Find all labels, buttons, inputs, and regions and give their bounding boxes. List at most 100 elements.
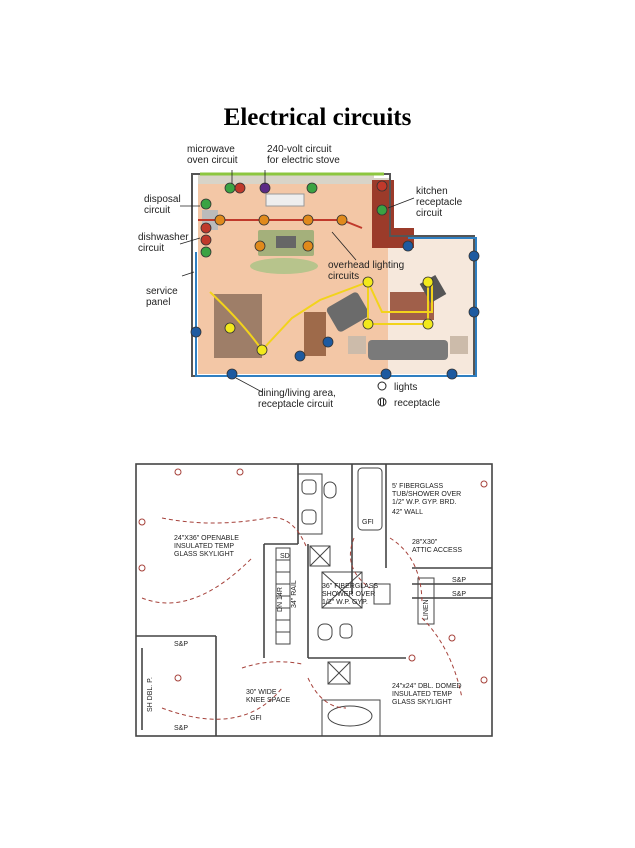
legend-receptacle: receptacle xyxy=(394,398,441,409)
armchair xyxy=(326,292,370,332)
vanity xyxy=(297,473,323,535)
wall-receptacle-5 xyxy=(380,368,392,380)
end-table-right xyxy=(450,336,468,354)
tub-line1: 5' FIBERGLASS xyxy=(392,483,443,490)
disposal-outlet xyxy=(200,222,212,234)
shower-line2: SHOWER OVER xyxy=(322,591,375,598)
label-kitchen-1: kitchen xyxy=(416,186,448,197)
shower-line3: 1/2" W.P. GYP. xyxy=(322,599,368,606)
living-light-4 xyxy=(422,318,434,330)
plan-outlets xyxy=(138,468,488,684)
skylight-1 xyxy=(309,545,331,567)
callout-lines xyxy=(179,170,415,393)
legend-receptacle-icon xyxy=(377,397,387,407)
label-dishwasher-1: dishwasher xyxy=(138,232,189,243)
rail-label: 34" RAIL xyxy=(291,580,298,608)
label-kitchen-3: circuit xyxy=(416,208,442,219)
label-microwave-2: oven circuit xyxy=(187,155,238,166)
skylight-box xyxy=(321,699,381,737)
outlet-7 xyxy=(174,674,182,682)
wall-receptacle-3 xyxy=(294,350,306,362)
plan-wiring xyxy=(141,517,463,720)
label-stove-2: for electric stove xyxy=(267,155,340,166)
label-microwave-1: microwave xyxy=(187,144,235,155)
living-light-2 xyxy=(422,276,434,288)
bookshelf xyxy=(304,312,326,356)
dishwasher-outlet xyxy=(200,234,212,246)
kitchen-light-4 xyxy=(336,214,348,226)
corner-receptacle xyxy=(376,180,388,192)
wall-label: 42" WALL xyxy=(392,509,423,516)
receptacle-wire xyxy=(195,252,432,377)
wall-receptacle-4 xyxy=(322,336,334,348)
gfi-label-1: GFI xyxy=(362,519,374,526)
plan-labels: 24"X36" OPENABLE INSULATED TEMP GLASS SK… xyxy=(147,483,466,732)
dn-label: DN 14R xyxy=(277,587,284,612)
legend-light-icon xyxy=(377,381,387,391)
label-kitchen-2: receptacle xyxy=(416,197,463,208)
label-disposal-2: circuit xyxy=(144,205,170,216)
shelf-label-3: S&P xyxy=(174,641,188,648)
wall-receptacle-2 xyxy=(226,368,238,380)
residential-circuit-floorplan: microwave oven circuit 240-volt circuit … xyxy=(132,132,489,415)
knee-line2: KNEE SPACE xyxy=(246,697,291,704)
label-stove-1: 240-volt circuit xyxy=(267,144,332,155)
shelf-label-1: S&P xyxy=(452,577,466,584)
living-light-1 xyxy=(362,276,374,288)
page-title: Electrical circuits xyxy=(223,104,412,131)
kitchen-corner-counter xyxy=(372,180,414,248)
dining-light-2 xyxy=(256,344,268,356)
dining-light-1 xyxy=(224,322,236,334)
lighting-wire xyxy=(209,280,433,352)
skylight1-line1: 24"X36" OPENABLE xyxy=(174,535,239,542)
outlet-6 xyxy=(480,676,488,684)
label-panel-2: panel xyxy=(146,297,170,308)
stove xyxy=(265,193,305,207)
attic-line1: 28"X30" xyxy=(412,539,438,546)
toilet xyxy=(323,481,337,499)
disposal-receptacle xyxy=(200,198,212,210)
tub-line2: TUB/SHOWER OVER xyxy=(392,491,461,498)
attic-access xyxy=(373,583,391,605)
sink-2 xyxy=(339,623,353,639)
island-light-2 xyxy=(302,240,314,252)
label-overhead-1: overhead lighting xyxy=(328,260,404,271)
plan-fixtures xyxy=(275,467,435,737)
bathtub xyxy=(357,467,383,531)
coffee-table xyxy=(390,292,434,320)
label-dishwasher-2: circuit xyxy=(138,243,164,254)
shelf-label-2: S&P xyxy=(452,591,466,598)
skylight2-line1: 24"x24" DBL. DOMED xyxy=(392,683,462,690)
upper-floor-electrical-plan: 24"X36" OPENABLE INSULATED TEMP GLASS SK… xyxy=(122,448,502,742)
shower-line1: 36" FIBERGLASS xyxy=(322,583,379,590)
shower xyxy=(321,571,363,609)
outlet-8 xyxy=(408,654,416,662)
dbl-label: SH DBL. P. xyxy=(147,677,154,712)
legend: lights receptacle xyxy=(377,381,441,409)
fixtures xyxy=(190,180,480,380)
skylight2-line2: INSULATED TEMP xyxy=(392,691,452,698)
exterior-walls xyxy=(191,173,475,377)
outlet-1 xyxy=(174,468,182,476)
skylight-dome xyxy=(327,705,373,727)
toilet-2 xyxy=(317,623,333,641)
counter-receptacle-1 xyxy=(306,182,318,194)
outlet-2 xyxy=(236,468,244,476)
skylight1-line2: INSULATED TEMP xyxy=(174,543,234,550)
knee-line1: 30" WIDE xyxy=(246,689,277,696)
linen-closet xyxy=(417,577,435,625)
tub-line3: 1/2" W.P. GYP. BRD. xyxy=(392,499,457,506)
wall-receptacle-9 xyxy=(402,240,414,252)
outlet-5 xyxy=(480,480,488,488)
microwave-receptacle-2 xyxy=(234,182,246,194)
island-light-1 xyxy=(254,240,266,252)
kitchen-counter-top xyxy=(198,174,374,184)
linen-label: LINEN xyxy=(423,599,430,620)
outlet-9 xyxy=(448,634,456,642)
label-panel-1: service xyxy=(146,286,178,297)
microwave-receptacle xyxy=(224,182,236,194)
wall-receptacle-6 xyxy=(446,368,458,380)
kitchen-light-1 xyxy=(214,214,226,226)
kitchen-light-2 xyxy=(258,214,270,226)
living-lighting-loop xyxy=(367,282,429,325)
